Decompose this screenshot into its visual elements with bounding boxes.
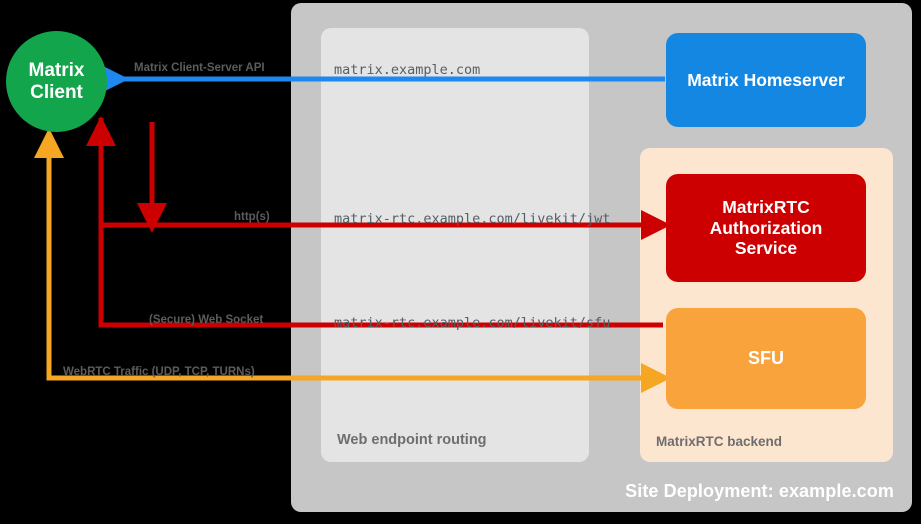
flow-label-https: http(s) — [234, 211, 270, 223]
web-endpoint-routing-label: Web endpoint routing — [337, 432, 487, 448]
sfu-node[interactable]: SFU — [666, 308, 866, 409]
web-endpoint-routing-container: Web endpoint routing — [321, 28, 589, 462]
arrow-webrtc-traffic — [34, 128, 663, 381]
auth-label-line3: Service — [734, 238, 798, 259]
flow-label-webrtc-traffic: WebRTC Traffic (UDP, TCP, TURNs) — [63, 366, 255, 378]
endpoint-url-jwt: matrix-rtc.example.com/livekit/jwt — [334, 211, 611, 227]
matrix-homeserver-label: Matrix Homeserver — [687, 69, 845, 90]
matrix-client-label-line2: Client — [30, 81, 83, 103]
arrow-websocket-sfu — [86, 116, 663, 328]
endpoint-url-sfu: matrix-rtc.example.com/livekit/sfu — [334, 315, 611, 331]
auth-label-line2: Authorization — [709, 217, 823, 238]
site-deployment-label: Site Deployment: example.com — [625, 481, 894, 501]
matrix-client-label-line1: Matrix — [28, 59, 85, 81]
matrix-client-node[interactable]: Matrix Client — [6, 31, 107, 132]
flow-label-client-server-api: Matrix Client-Server API — [134, 62, 265, 74]
matrixrtc-backend-label: MatrixRTC backend — [656, 434, 783, 449]
matrix-homeserver-node[interactable]: Matrix Homeserver — [666, 33, 866, 127]
flow-label-web-socket: (Secure) Web Socket — [149, 314, 264, 326]
matrixrtc-authorization-service-node[interactable]: MatrixRTC Authorization Service — [666, 174, 866, 282]
auth-label-line1: MatrixRTC — [722, 197, 810, 218]
sfu-label: SFU — [748, 347, 784, 368]
endpoint-url-matrix: matrix.example.com — [334, 62, 481, 78]
arrow-https-jwt — [98, 118, 671, 240]
